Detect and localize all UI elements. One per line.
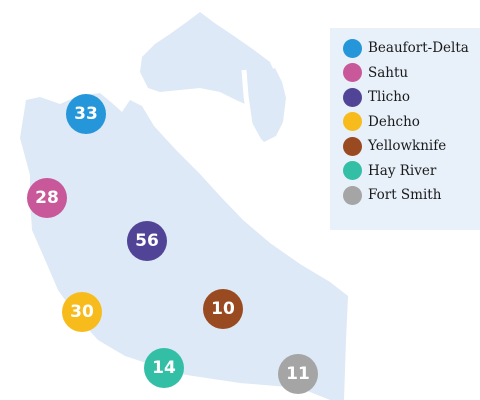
legend-swatch [343, 136, 362, 156]
bubble-value: 11 [286, 364, 310, 384]
legend-label: Tlicho [368, 89, 411, 106]
bubble-circle [278, 354, 318, 394]
legend-item-fort-smith[interactable]: Fort Smith [330, 183, 480, 208]
legend-item-beaufort-delta[interactable]: Beaufort-Delta [330, 36, 480, 61]
legend-item-dehcho[interactable]: Dehcho [330, 110, 480, 135]
bubble-value: 10 [211, 299, 235, 319]
region-bubble-beaufort-delta[interactable]: 33 [66, 94, 106, 134]
legend-item-yellowknife[interactable]: Yellowknife [330, 134, 480, 159]
region-bubble-dehcho[interactable]: 30 [62, 292, 102, 332]
legend-item-tlicho[interactable]: Tlicho [330, 85, 480, 110]
legend-swatch [343, 161, 362, 181]
region-bubble-fort-smith[interactable]: 11 [278, 354, 318, 394]
bubble-circle [66, 94, 106, 134]
bubble-value: 28 [35, 188, 59, 208]
legend-swatch [343, 185, 362, 205]
bubble-value: 56 [135, 231, 159, 251]
island-shape [247, 68, 286, 142]
mainland-shape [20, 93, 348, 400]
bubble-circle [127, 221, 167, 261]
legend-swatch [343, 87, 362, 107]
bubble-circle [62, 292, 102, 332]
bubble-value: 33 [74, 104, 98, 124]
bubble-circle [144, 348, 184, 388]
region-bubble-hay-river[interactable]: 14 [144, 348, 184, 388]
legend: Beaufort-Delta Sahtu Tlicho Dehcho Yello… [330, 28, 480, 230]
legend-swatch [343, 112, 362, 132]
region-bubble-sahtu[interactable]: 28 [27, 178, 67, 218]
legend-label: Beaufort-Delta [368, 40, 469, 57]
legend-label: Dehcho [368, 113, 420, 130]
region-bubble-yellowknife[interactable]: 10 [203, 289, 243, 329]
legend-label: Yellowknife [368, 138, 447, 155]
legend-swatch [343, 38, 362, 58]
bubble-circle [203, 289, 243, 329]
legend-label: Hay River [368, 162, 437, 179]
legend-swatch [343, 63, 362, 83]
channel-shape [241, 69, 265, 148]
bubble-circle [27, 178, 67, 218]
legend-item-hay-river[interactable]: Hay River [330, 159, 480, 184]
bubble-value: 14 [152, 358, 176, 378]
legend-label: Fort Smith [368, 187, 442, 204]
legend-label: Sahtu [368, 64, 409, 81]
legend-item-sahtu[interactable]: Sahtu [330, 61, 480, 86]
bubble-value: 30 [70, 302, 94, 322]
region-bubble-tlicho[interactable]: 56 [127, 221, 167, 261]
